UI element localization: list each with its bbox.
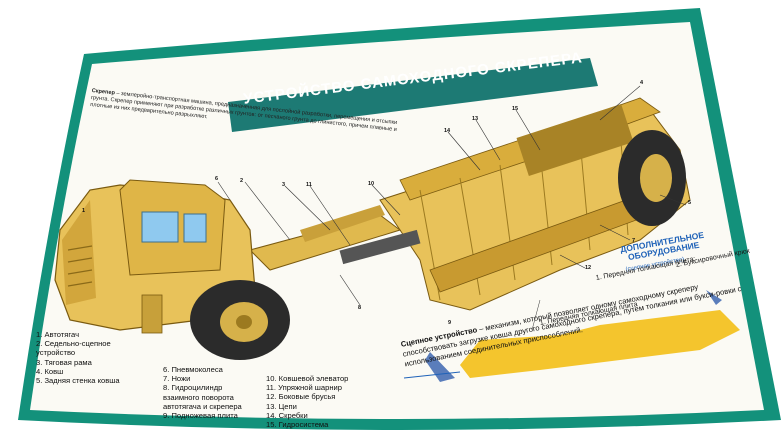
legend-item: 9. Подножевая плита — [163, 411, 238, 421]
legend-item: 14. Скребки — [266, 410, 308, 420]
scraper-bowl — [379, 97, 691, 311]
callout-11: 11 — [306, 182, 312, 188]
legend-item: 2. Седельно-сцепное — [36, 339, 111, 349]
legend-item: 7. Ножи — [163, 374, 191, 384]
legend-item: 12. Боковые брусья — [266, 392, 336, 402]
legend-left: 1. Автотягач 2. Седельно-сцепное устройс… — [36, 330, 120, 385]
front-wheel — [190, 280, 290, 360]
legend-item: 8. Гидроцилиндр — [163, 383, 223, 393]
legend-item: автотягача и скрепера — [163, 401, 242, 411]
callout-8: 8 — [358, 305, 362, 311]
legend-mid: 6. Пневмоколеса 7. Ножи 8. Гидроцилиндр … — [163, 365, 242, 420]
tractor-unit — [54, 179, 256, 334]
legend-item: 13. Цепи — [266, 401, 297, 411]
legend-item: 4. Ковш — [36, 366, 64, 376]
callout-12: 12 — [585, 265, 592, 271]
callout-7: 7 — [632, 238, 636, 244]
callout-5: 5 — [688, 200, 692, 206]
callout-15: 15 — [512, 106, 519, 112]
callout-10: 10 — [368, 181, 375, 187]
callout-2: 2 — [240, 178, 244, 184]
callout-4: 4 — [640, 80, 644, 86]
rear-wheel — [618, 130, 686, 226]
callout-1: 1 — [82, 208, 86, 214]
callout-9: 9 — [448, 320, 452, 326]
callout-13: 13 — [472, 116, 479, 122]
legend-item: 15. Гидросистема — [266, 420, 329, 430]
legend-item: 5. Задняя стенка ковша — [36, 376, 120, 386]
callout-14: 14 — [444, 128, 451, 134]
legend-item: устройство — [36, 348, 76, 358]
title-band — [228, 58, 598, 132]
tow-frame — [249, 205, 421, 271]
legend-item: 11. Упряжной шарнир — [266, 383, 342, 393]
legend-item: взаимного поворота — [163, 392, 234, 402]
legend-item: 10. Ковшевой элеватор — [266, 374, 349, 383]
callout-6: 6 — [215, 176, 219, 182]
legend-item: 1. Автотягач — [36, 330, 80, 339]
coupling-illustration — [403, 290, 740, 382]
legend-item: 3. Тяговая рама — [36, 357, 92, 367]
legend-item: 6. Пневмоколеса — [163, 365, 223, 374]
callout-leaders — [217, 85, 687, 306]
legend-right: 10. Ковшевой элеватор 11. Упряжной шарни… — [266, 374, 348, 429]
callout-3: 3 — [282, 182, 286, 188]
